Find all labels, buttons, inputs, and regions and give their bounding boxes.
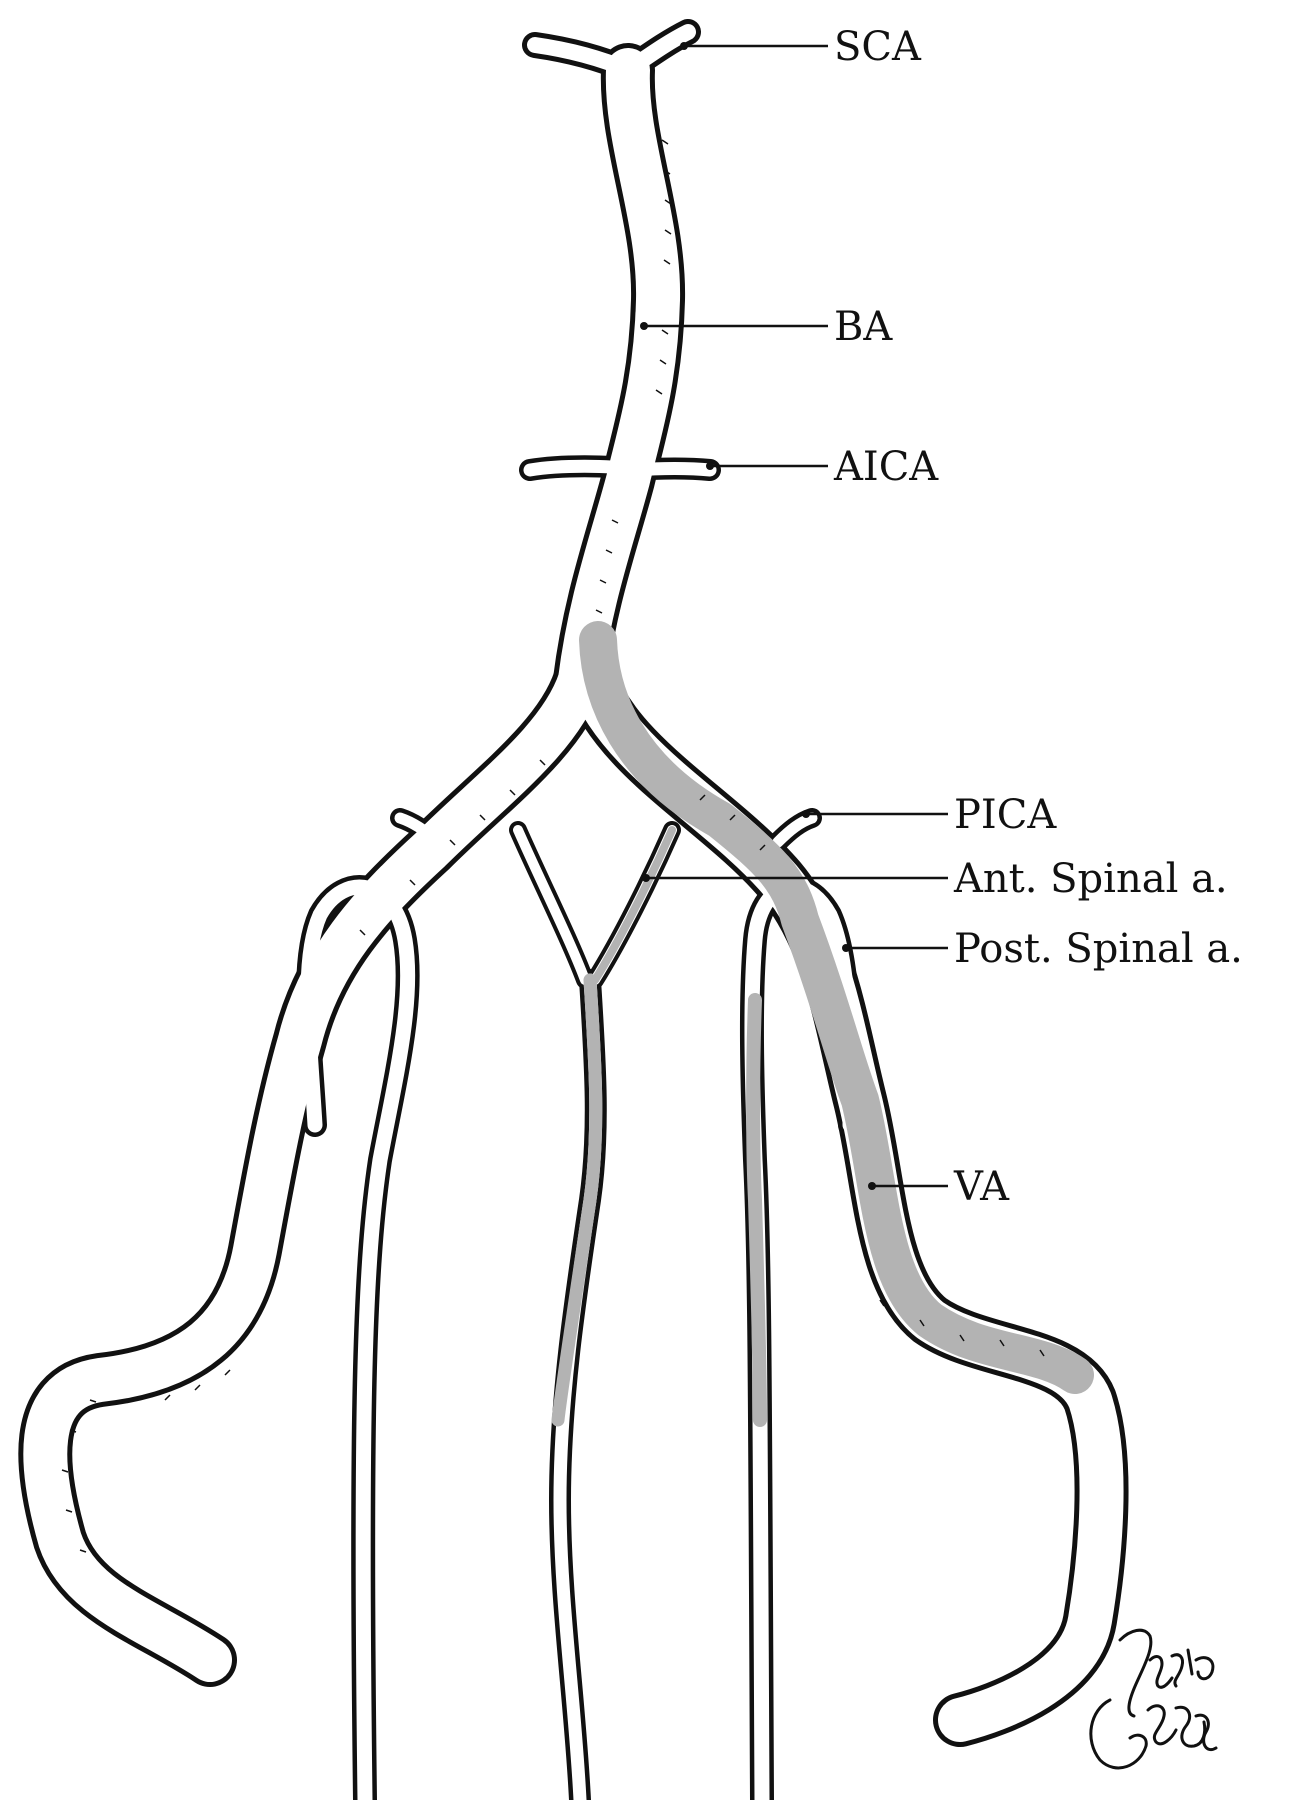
anchor-ant-spinal — [642, 874, 650, 882]
highlight-right-post-spinal — [746, 993, 767, 1427]
label-pica: PICA — [954, 792, 1057, 838]
highlighted-territory — [551, 621, 1094, 1427]
anchor-va — [868, 1182, 876, 1190]
vessel-fills — [23, 24, 1124, 1800]
hatching — [61, 139, 1045, 1553]
label-ant-spinal: Ant. Spinal a. — [953, 856, 1228, 902]
anchor-aica — [706, 462, 714, 470]
vessel-outlines — [18, 19, 1129, 1800]
anchor-pica — [802, 810, 810, 818]
label-post-spinal: Post. Spinal a. — [954, 926, 1243, 972]
label-va: VA — [953, 1164, 1010, 1210]
labels: SCA BA AICA PICA Ant. Spinal a. Post. Sp… — [833, 24, 1243, 1210]
anchor-sca — [680, 42, 688, 50]
highlight-ant-spinal-trunk — [551, 973, 603, 1427]
vessel-tree — [18, 19, 1129, 1800]
highlight-right-va — [579, 621, 1094, 1394]
anchor-post-spinal — [842, 944, 850, 952]
label-sca: SCA — [834, 24, 922, 70]
artist-signature — [1089, 1628, 1218, 1770]
anchor-ba — [640, 322, 648, 330]
highlight-ant-spinal-root — [591, 826, 676, 984]
leader-lines — [640, 42, 948, 1190]
label-ba: BA — [834, 304, 893, 350]
label-aica: AICA — [833, 444, 939, 490]
